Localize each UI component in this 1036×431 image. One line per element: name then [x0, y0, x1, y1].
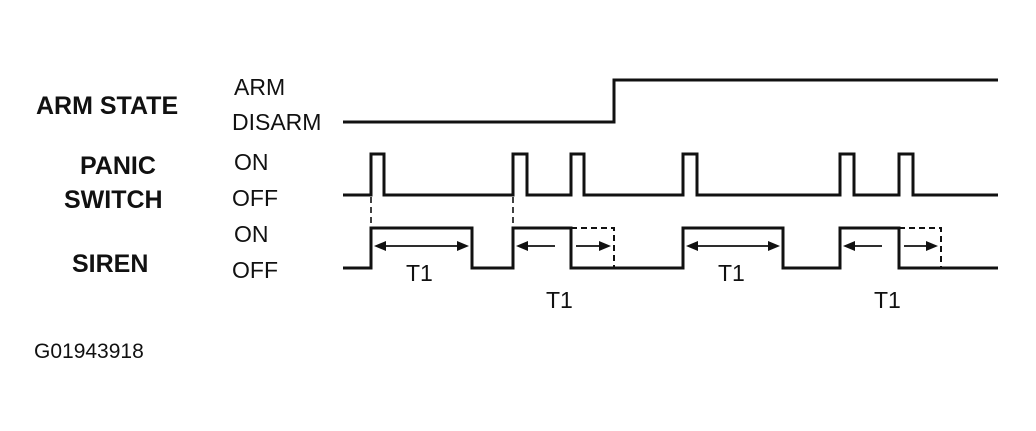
t1-arrow	[516, 241, 555, 251]
arm-state-label: ARM STATE	[36, 92, 178, 120]
panic-switch-label-line1: PANIC	[80, 152, 156, 180]
t1-arrow	[686, 241, 780, 251]
siren-extended-pulse	[899, 227, 942, 268]
panic-switch-label-line2: SWITCH	[64, 186, 163, 214]
arm-state-low-label: DISARM	[232, 109, 321, 135]
t1-arrow	[904, 241, 938, 251]
panic-switch-waveform	[343, 152, 998, 197]
siren-extended-pulse	[571, 227, 615, 268]
arm-state-high-label: ARM	[234, 74, 285, 100]
t1-arrow	[576, 241, 611, 251]
panic-off-label: OFF	[232, 185, 278, 211]
siren-off-label: OFF	[232, 257, 278, 283]
arm-state-waveform	[343, 78, 998, 124]
t1-label: T1	[406, 260, 433, 286]
t1-label: T1	[718, 260, 745, 286]
panic-on-label: ON	[234, 149, 269, 175]
t1-arrow	[843, 241, 882, 251]
t1-label: T1	[874, 287, 901, 313]
siren-waveform	[343, 226, 998, 270]
siren-label: SIREN	[72, 250, 148, 278]
siren-on-label: ON	[234, 221, 269, 247]
t1-arrow	[374, 241, 469, 251]
t1-label: T1	[546, 287, 573, 313]
figure-id: G01943918	[34, 340, 144, 363]
